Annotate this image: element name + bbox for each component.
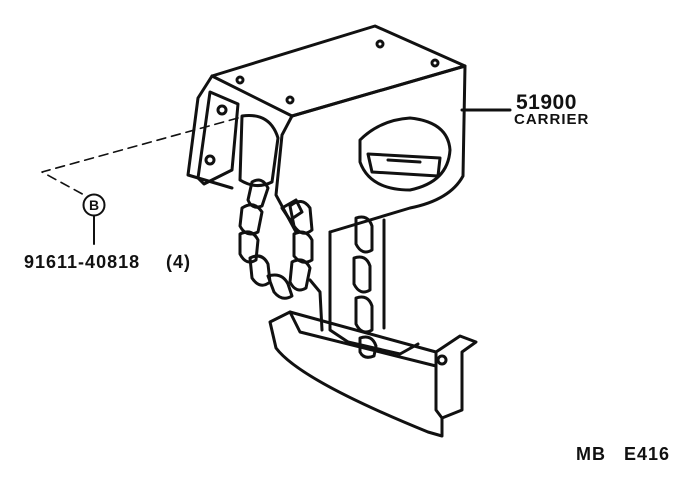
support-post-drawing (308, 218, 386, 344)
part-name-carrier: CARRIER (514, 111, 589, 128)
base-bracket-drawing (268, 310, 478, 438)
callout-letter: B (89, 197, 99, 213)
callout-circle (82, 193, 106, 217)
part-number-carrier: 51900 (516, 91, 577, 114)
carrier-body-drawing (186, 24, 467, 234)
part-number-fastener: 91611-40818 (24, 252, 140, 272)
leader-line-fastener (41, 117, 239, 197)
fastener-quantity: (4) (166, 252, 191, 272)
figure-series: MB (576, 444, 606, 464)
chain-drawing (238, 178, 378, 359)
figure-id: E416 (624, 444, 670, 464)
